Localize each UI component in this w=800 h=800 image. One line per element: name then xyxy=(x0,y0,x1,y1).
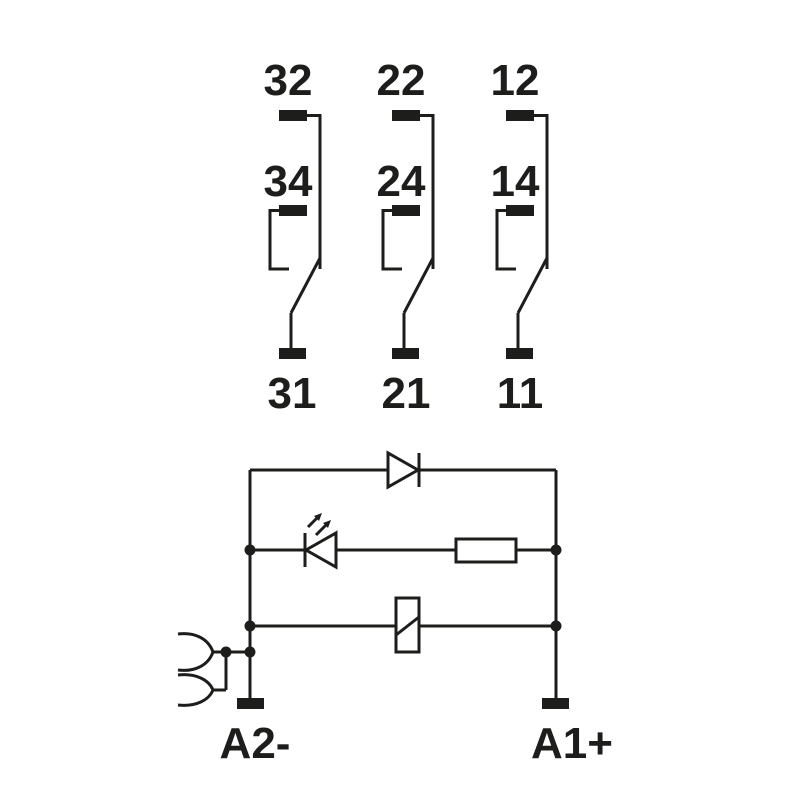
no-wire-24 xyxy=(381,209,402,271)
terminal-pad-a2 xyxy=(237,698,264,709)
terminal-label-32: 32 xyxy=(264,56,313,105)
terminal-label-34: 34 xyxy=(264,157,313,206)
coil-circuit: A2- A1+ xyxy=(177,450,613,768)
terminal-pad-a1 xyxy=(542,698,569,709)
no-wire-14 xyxy=(495,209,516,271)
junction-dot xyxy=(244,620,256,632)
terminal-pad-11 xyxy=(506,348,533,359)
terminal-label-a1: A1+ xyxy=(531,719,613,768)
terminal-label-24: 24 xyxy=(377,157,426,206)
no-wire-34 xyxy=(268,209,289,271)
resistor-icon xyxy=(454,537,518,564)
junction-dot xyxy=(550,620,562,632)
bridge-connector-icon xyxy=(177,632,250,707)
switch-blade-1 xyxy=(289,257,322,314)
terminal-pad-32 xyxy=(279,110,307,121)
terminal-label-21: 21 xyxy=(382,369,431,418)
terminal-pad-24 xyxy=(392,205,420,216)
freewheel-diode-icon xyxy=(386,450,422,490)
nc-wire-12 xyxy=(534,114,549,269)
relay-coil-icon xyxy=(394,596,421,654)
contact-group-3: 12 14 11 xyxy=(491,56,549,418)
terminal-pad-12 xyxy=(506,110,534,121)
junction-dot xyxy=(550,544,562,556)
contact-group-2: 22 24 21 xyxy=(377,56,435,418)
switch-blade-3 xyxy=(516,257,549,314)
terminal-pad-31 xyxy=(279,348,306,359)
terminal-label-22: 22 xyxy=(377,56,426,105)
contact-group-1: 32 34 31 xyxy=(264,56,322,418)
junction-dot xyxy=(244,544,256,556)
terminal-label-12: 12 xyxy=(491,56,540,105)
terminal-label-31: 31 xyxy=(268,369,317,418)
terminal-label-a2: A2- xyxy=(220,719,291,768)
terminal-label-14: 14 xyxy=(491,157,540,206)
led-icon xyxy=(302,513,338,570)
terminal-pad-14 xyxy=(506,205,534,216)
switch-blade-2 xyxy=(402,257,435,314)
terminal-pad-21 xyxy=(392,348,419,359)
nc-wire-22 xyxy=(420,114,435,269)
terminal-pad-22 xyxy=(392,110,420,121)
terminal-pad-34 xyxy=(279,205,307,216)
nc-wire-32 xyxy=(307,114,322,269)
terminal-label-11: 11 xyxy=(497,369,544,418)
